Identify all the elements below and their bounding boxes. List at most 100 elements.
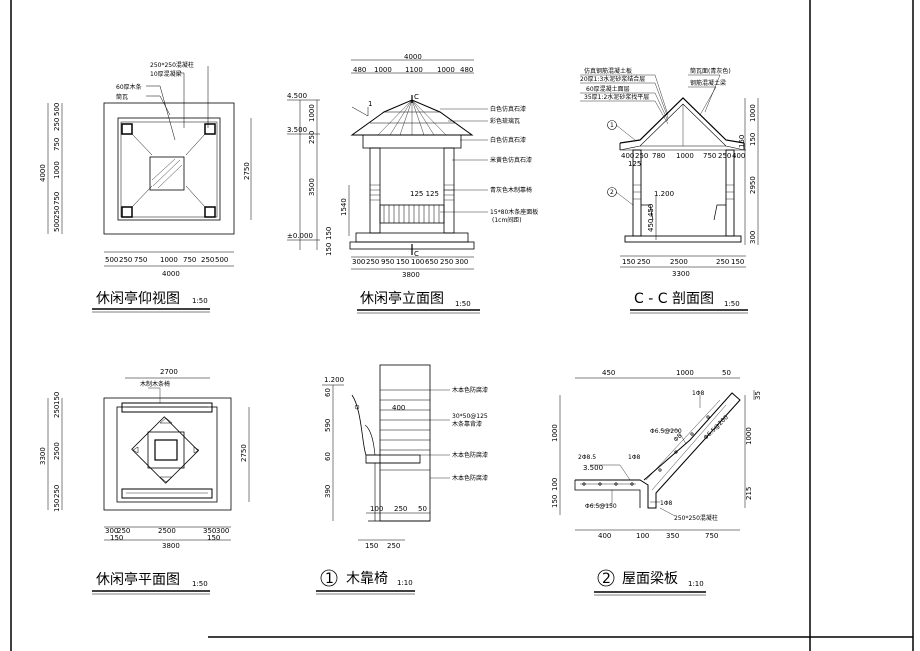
- roof-beam-title: 2 屋面梁板 1:10: [594, 569, 706, 596]
- bv-dim-left-1: 500: [53, 103, 61, 116]
- bench-left-dim-3: 60: [324, 452, 332, 461]
- sec-note-r2: 钢筋混凝土梁: [690, 79, 726, 87]
- sec-top-dim-1: 400: [621, 152, 634, 160]
- rb-right-small: 35: [754, 391, 762, 400]
- roof-beam-drawing: [559, 377, 755, 531]
- el-top-dim-3: 1100: [405, 66, 423, 74]
- sec-bottom-total: 3300: [672, 270, 690, 278]
- bench-note-2: 30*50@125: [452, 413, 488, 420]
- bv-dim-top-6: 250: [201, 256, 214, 264]
- el-bot-dim-7: 250: [440, 258, 453, 266]
- sec-top-dim-3: 780: [652, 152, 665, 160]
- bench-title: 1 木靠椅 1:10: [316, 569, 415, 595]
- plan-bot-small-2: 150: [207, 534, 220, 542]
- plan-left-dim-1: 150: [53, 392, 61, 405]
- el-note-6: 15*80木条座面板: [490, 208, 538, 216]
- plan-texts: 2700 木制木条椅 3300 150 250 2500 250 150 275…: [39, 368, 248, 550]
- bv-dim-left-5: 750: [53, 192, 61, 205]
- sec-sub-dim-2: 150: [738, 135, 746, 148]
- rb-label-6: 1Φ8: [628, 454, 641, 461]
- plan-right-dim: 2750: [240, 444, 248, 462]
- el-top-dim-4: 1000: [437, 66, 455, 74]
- rb-right-dim-1: 1000: [745, 427, 753, 445]
- sec-scale: 1:50: [724, 300, 740, 308]
- el-top-total: 4000: [404, 53, 422, 61]
- plan-left-dim-5: 150: [53, 499, 61, 512]
- rb-scale: 1:10: [688, 580, 704, 588]
- sec-note-l3: 60厚混凝土面层: [586, 85, 630, 93]
- rb-bot-dim-2: 100: [636, 532, 649, 540]
- bv-dim-left-7: 500: [53, 219, 61, 232]
- el-note-5: 青灰色木制靠椅: [490, 186, 532, 194]
- elevation-title: 休闲亭立面图 1:50: [357, 290, 480, 314]
- bench-title-text: 木靠椅: [346, 571, 388, 587]
- bv-note-4: 筒瓦: [116, 93, 128, 101]
- elevation-texts: 4000 480 1000 1100 1000 480 4.500 3.500 …: [287, 53, 538, 279]
- el-top-dim-5: 480: [460, 66, 473, 74]
- el-title: 休闲亭立面图: [360, 290, 444, 307]
- el-bot-dim-6: 650: [425, 258, 438, 266]
- bench-drawing: [322, 364, 450, 541]
- sec-small-dim-2: 450: [647, 219, 655, 232]
- bv-dim-left-4: 1000: [53, 161, 61, 179]
- sec-note-l1: 仿真钢筋混凝土板: [584, 67, 632, 75]
- bench-scale: 1:10: [397, 579, 413, 587]
- bench-left-dim-4: 390: [324, 485, 332, 498]
- el-bottom-total: 3800: [402, 271, 420, 279]
- plan-drawing: [47, 377, 250, 541]
- sec-right-dim-3: 300: [749, 231, 757, 244]
- sec-sub-dim-1: 125: [628, 160, 641, 168]
- bench-bot-dim-3: 50: [418, 505, 427, 513]
- rb-label-3: Φ8: [672, 432, 683, 443]
- el-top-dim-1: 480: [353, 66, 366, 74]
- sec-title: C - C 剖面图: [634, 291, 714, 307]
- bench-texts: 1.200 60 590 60 390 400 木本色防腐漆 30*50@125…: [324, 376, 488, 550]
- rb-left-dim-2: 100: [551, 478, 559, 491]
- bench-left-dim-1: 60: [324, 388, 332, 397]
- rb-label-5: 2Φ8.5: [578, 454, 596, 461]
- section-drawing: [580, 74, 759, 268]
- bench-seat-dim: 400: [392, 404, 405, 412]
- rb-top-dim-1: 450: [602, 369, 615, 377]
- sec-top-dim-7: 400: [732, 152, 745, 160]
- el-bot-dim-5: 100: [411, 258, 424, 266]
- plan-bot-small-1: 150: [110, 534, 123, 542]
- bottom-view-title: 休闲亭仰视图 1:50: [92, 290, 210, 313]
- el-note-3: 白色仿真石漆: [490, 136, 526, 144]
- rb-label-2: Φ6.5@200: [650, 428, 682, 435]
- rb-label-9: 250*250混凝柱: [674, 514, 718, 522]
- sec-marker-2: 2: [610, 189, 614, 196]
- sec-right-dim-2: 2950: [749, 176, 757, 194]
- bench-note-1: 木本色防腐漆: [452, 386, 488, 394]
- el-level-3: ±0.000: [287, 232, 313, 240]
- bv-note-3: 60厚木条: [116, 83, 142, 91]
- el-bot-dim-8: 300: [455, 258, 468, 266]
- bv-dim-top-3: 750: [134, 256, 147, 264]
- el-bot-dim-3: 950: [381, 258, 394, 266]
- rb-left-dim-1: 1000: [551, 424, 559, 442]
- sec-top-dim-5: 750: [703, 152, 716, 160]
- plan-bottom-total: 3800: [162, 542, 180, 550]
- sec-note-r1: 筒瓦面(青灰色): [690, 67, 731, 75]
- el-left-dim-2: 250: [308, 131, 316, 144]
- rb-label-8: 1Φ8: [660, 500, 673, 507]
- el-section-mark-bottom: C: [414, 250, 419, 258]
- bench-bot2-dim-2: 250: [387, 542, 400, 550]
- el-left-dim-5: 150: [325, 227, 333, 240]
- sec-marker-1: 1: [610, 122, 614, 129]
- plan-bot-dim-4: 350: [203, 527, 216, 535]
- rb-top-dim-3: 50: [722, 369, 731, 377]
- plan-left-total: 3300: [39, 447, 47, 465]
- el-bot-dim-2: 250: [366, 258, 379, 266]
- bv-dim-top-5: 750: [183, 256, 196, 264]
- rb-title-text: 屋面梁板: [622, 571, 678, 587]
- sec-top-dim-4: 1000: [676, 152, 694, 160]
- el-note-extra: (1cm间距): [492, 216, 522, 224]
- el-left-dim-4: 1540: [340, 198, 348, 216]
- el-bottom-small: 150: [325, 243, 333, 256]
- section-title: C - C 剖面图 1:50: [630, 291, 748, 314]
- sec-bot-dim-4: 250: [716, 258, 729, 266]
- sec-bot-dim-2: 250: [637, 258, 650, 266]
- bv-dim-left-2: 250: [53, 118, 61, 131]
- plan-left-dim-2: 250: [53, 405, 61, 418]
